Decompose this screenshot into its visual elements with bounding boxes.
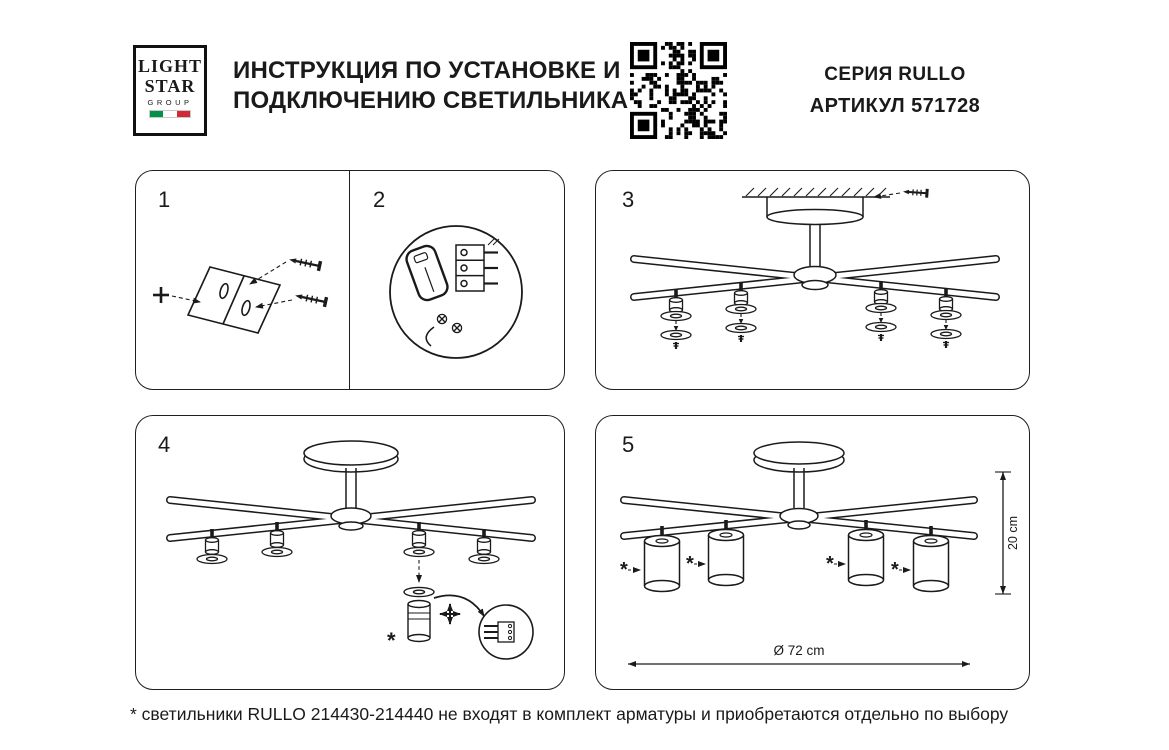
stem: [793, 468, 805, 508]
hub: [779, 507, 819, 530]
step1-diagram: [153, 258, 329, 334]
footnote: * светильники RULLO 214430-214440 не вхо…: [130, 704, 1009, 724]
shade-marker: *: [686, 553, 706, 575]
hub: [330, 507, 372, 531]
screw-icon: [289, 258, 323, 272]
lightstar-logo: LIGHT STAR GROUP: [133, 45, 207, 136]
title-line-1: ИНСТРУКЦИЯ ПО УСТАНОВКЕ И: [233, 57, 621, 84]
diameter-dimension: Ø 72 cm: [628, 643, 970, 667]
shade-marker: *: [891, 559, 911, 581]
step4-diagram: *: [166, 440, 536, 660]
lamp-holder: [659, 287, 693, 351]
panel-divider: [349, 171, 350, 389]
canopy-disc: [753, 441, 845, 473]
step2-diagram: [389, 225, 523, 359]
qr-code-pattern: [630, 42, 727, 139]
move-arrows-icon: [439, 603, 461, 625]
screw-head-icon: [153, 287, 169, 303]
logo-text-light: LIGHT: [137, 56, 203, 76]
detail-circle: [389, 225, 523, 359]
panel-steps-1-2: 1 2: [135, 170, 565, 390]
canopy: [766, 197, 864, 226]
step3-diagram: [630, 187, 1000, 351]
lamp-holder: [724, 280, 758, 344]
qr-code: [630, 42, 727, 139]
assembly-arrow: [255, 299, 293, 309]
screw-icon: [295, 294, 329, 308]
stem: [809, 224, 821, 267]
panel-step-5: 5: [595, 415, 1030, 690]
connector-detail-circle: [478, 604, 534, 660]
shade-marker: *: [826, 553, 846, 575]
ground-wire: [425, 326, 435, 347]
ceiling-hatching: [742, 187, 890, 198]
mounting-bracket: [186, 266, 282, 334]
article-label: АРТИКУЛ 571728: [809, 95, 981, 117]
assembly-arrow: [873, 192, 901, 199]
junction-box-cover: [405, 244, 449, 302]
detail-pointer-arrow: [433, 594, 485, 617]
assembly-arrow: [249, 261, 287, 285]
stem: [345, 468, 357, 508]
series-label: СЕРИЯ RULLO: [824, 64, 966, 85]
shade-asterisk: *: [686, 553, 694, 575]
product-info: СЕРИЯ RULLO АРТИКУЛ 571728: [788, 64, 1002, 118]
terminal-screw-icons: [436, 313, 463, 334]
title-line-2: ПОДКЛЮЧЕНИЮ СВЕТИЛЬНИКА: [233, 87, 629, 114]
step-5-number: 5: [622, 432, 635, 457]
step5-diagram: * * * * 20 cm Ø 7: [620, 441, 1020, 667]
shade-asterisk: *: [620, 559, 628, 581]
shade-asterisk: *: [891, 559, 899, 581]
step-3-number: 3: [622, 187, 635, 212]
mount-screw-icon: [903, 188, 929, 198]
logo-text-star: STAR: [144, 76, 196, 96]
panel-step-3: 3: [595, 170, 1030, 390]
step-4-number: 4: [158, 432, 171, 457]
assembly-arrow: [171, 295, 201, 304]
height-dimension: 20 cm: [995, 471, 1020, 595]
lamp-holder: [929, 286, 963, 350]
hub: [793, 265, 837, 291]
page-title: ИНСТРУКЦИЯ ПО УСТАНОВКЕ И ПОДКЛЮЧЕНИЮ СВ…: [233, 56, 628, 116]
shade-marker: *: [620, 559, 641, 581]
lamp-socket: [403, 586, 435, 643]
panel-step-4: 4: [135, 415, 565, 690]
logo-text-group: GROUP: [147, 98, 193, 107]
height-dimension-label: 20 cm: [1006, 516, 1020, 550]
step-2-number: 2: [373, 187, 386, 212]
step-1-number: 1: [158, 187, 171, 212]
canopy-disc: [303, 440, 399, 473]
shade-asterisk: *: [826, 553, 834, 575]
footnote-asterisk-marker: *: [387, 628, 396, 653]
terminal-block: [455, 238, 500, 292]
italian-flag-icon: [149, 110, 191, 118]
diameter-dimension-label: Ø 72 cm: [773, 643, 824, 658]
